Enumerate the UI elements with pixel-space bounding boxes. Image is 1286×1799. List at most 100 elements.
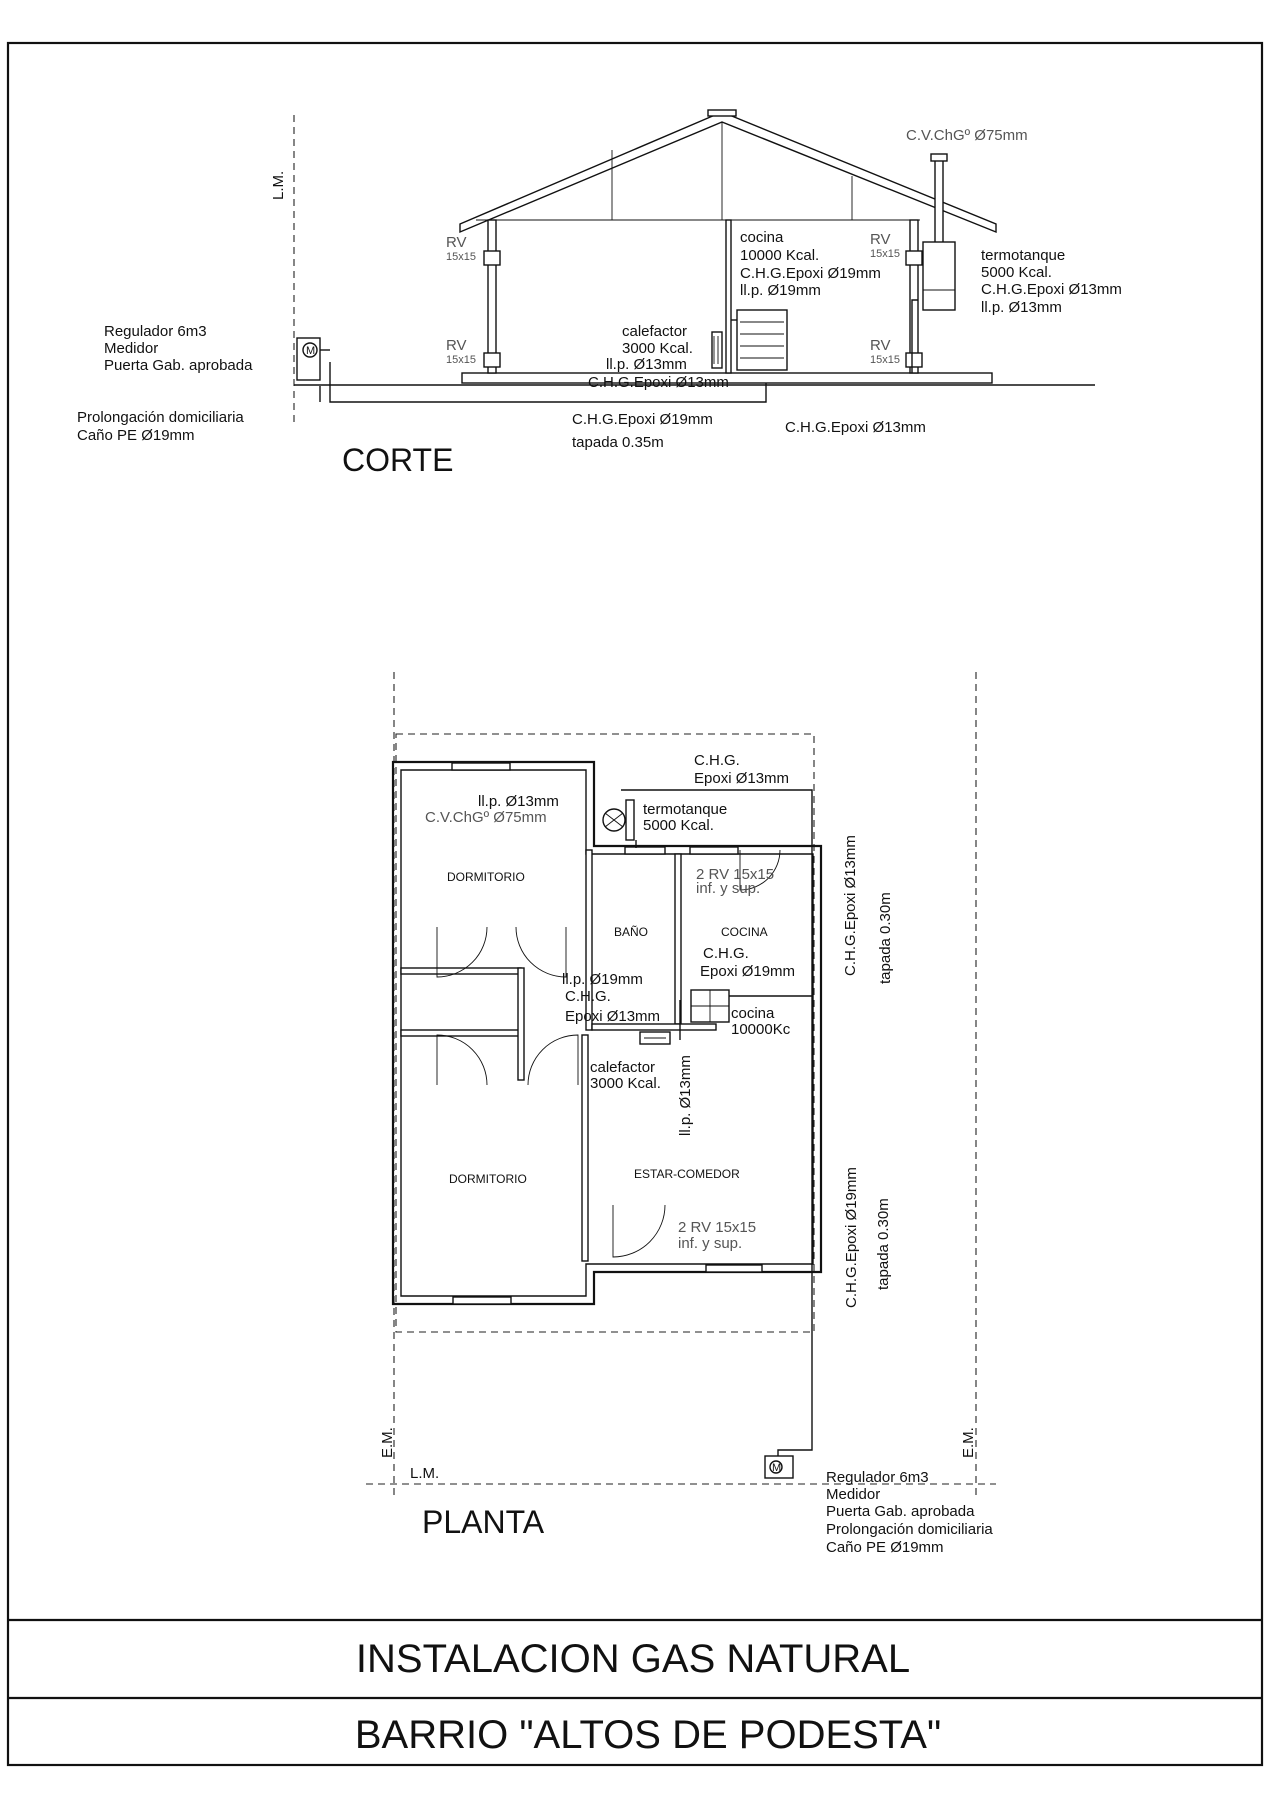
- planta-chg-top-1: C.H.G.: [694, 752, 740, 769]
- corte-regulador-label-1: Regulador 6m3: [104, 323, 207, 340]
- corte-cocina-label-1: cocina: [740, 229, 784, 246]
- corte-pipe-under-label-1: C.H.G.Epoxi Ø19mm: [572, 411, 713, 428]
- corte-vent-left-bottom: [483, 352, 501, 368]
- planta-rv-cocina-2: inf. y sup.: [696, 880, 760, 897]
- planta-llp-vertical: ll.p. Ø13mm: [677, 1055, 694, 1136]
- corte-calefactor-label-1: calefactor: [622, 323, 687, 340]
- footer-title-1: INSTALACION GAS NATURAL: [356, 1637, 910, 1681]
- corte-cocina-label-2: 10000 Kcal.: [740, 247, 819, 264]
- planta-chg-cocina-2: Epoxi Ø19mm: [700, 963, 795, 980]
- corte-chimney-label: C.V.ChGº Ø75mm: [906, 127, 1028, 144]
- corte-cocina-label-4: ll.p. Ø19mm: [740, 282, 821, 299]
- corte-vent-left-top: [483, 250, 501, 266]
- planta-rv-estar-1: 2 RV 15x15: [678, 1219, 756, 1236]
- planta-title: PLANTA: [422, 1504, 545, 1540]
- planta-roof-outline: [395, 733, 815, 1333]
- corte-meter-symbol: M: [306, 345, 315, 357]
- corte-termotanque-label-4: ll.p. Ø13mm: [981, 299, 1062, 316]
- footer-title-2: BARRIO "ALTOS DE PODESTA": [355, 1713, 941, 1757]
- planta-door-1: [436, 926, 488, 978]
- corte-floor-pipe-label: C.H.G.Epoxi Ø13mm: [588, 374, 729, 391]
- planta-wall-dorm-estar: [581, 1034, 589, 1262]
- planta-termotanque-label-2: 5000 Kcal.: [643, 817, 714, 834]
- planta-meter-icon: [769, 1460, 783, 1474]
- corte-rv-left-bottom: RV: [446, 337, 467, 354]
- corte-rv-right-bottom: RV: [870, 337, 891, 354]
- planta-regulador-5: Caño PE Ø19mm: [826, 1539, 944, 1556]
- planta-window-dorm-top: [451, 762, 511, 771]
- planta-tapada-2: tapada 0.30m: [875, 1198, 892, 1290]
- planta-window-bano: [624, 846, 666, 855]
- planta-termotanque-icon: [602, 808, 626, 832]
- planta-door-cocina: [739, 849, 781, 891]
- planta-door-4: [527, 1034, 579, 1086]
- planta-room-bano: BAÑO: [614, 925, 648, 939]
- corte-pipe-right-label: C.H.G.Epoxi Ø13mm: [785, 419, 926, 436]
- corte-lm-label: L.M.: [270, 171, 287, 200]
- planta-door-3: [436, 1034, 488, 1086]
- corte-cocina-appliance: [736, 309, 788, 371]
- planta-termotanque-label-1: termotanque: [643, 801, 727, 818]
- planta-window-cocina: [689, 846, 739, 855]
- planta-llp-bano-1: ll.p. Ø19mm: [562, 971, 643, 988]
- planta-meter-symbol: M: [772, 1462, 781, 1474]
- corte-chimney-cap: [930, 153, 948, 162]
- planta-pipe-v2-label: C.H.G.Epoxi Ø19mm: [843, 1167, 860, 1308]
- planta-lm-label: L.M.: [410, 1465, 439, 1482]
- planta-door-entry: [612, 1204, 666, 1258]
- corte-ridge-cap: [707, 109, 737, 117]
- planta-dorm-note-2: C.V.ChGº Ø75mm: [425, 809, 547, 826]
- corte-calefactor-label-3: ll.p. Ø13mm: [606, 356, 687, 373]
- planta-calefactor-label-2: 3000 Kcal.: [590, 1075, 661, 1092]
- planta-regulador-3: Puerta Gab. aprobada: [826, 1503, 975, 1520]
- planta-regulador-4: Prolongación domiciliaria: [826, 1521, 993, 1538]
- planta-dorm-note-1: ll.p. Ø13mm: [478, 793, 559, 810]
- planta-llp-bano-3: Epoxi Ø13mm: [565, 1008, 660, 1025]
- planta-wall-corridor: [517, 967, 525, 1081]
- planta-wall-bano-bottom: [591, 1023, 717, 1031]
- corte-section: L.M.: [77, 109, 1122, 478]
- planta-regulator-cabinet: [764, 1455, 794, 1479]
- planta-room-dormitorio-1: DORMITORIO: [447, 870, 525, 884]
- corte-wall-left: [487, 219, 497, 374]
- planta-wall-dorm-bano: [585, 849, 593, 1031]
- corte-vent-right-bottom: [905, 352, 923, 368]
- corte-rv-right-bottom-size: 15x15: [870, 354, 900, 366]
- corte-termotanque-label-1: termotanque: [981, 247, 1065, 264]
- corte-regulador-label-3: Puerta Gab. aprobada: [104, 357, 253, 374]
- corte-termotanque-label-2: 5000 Kcal.: [981, 264, 1052, 281]
- planta-wall-dorm-corridor-2: [400, 1029, 522, 1037]
- corte-calefactor-label-2: 3000 Kcal.: [622, 340, 693, 357]
- planta-regulador-1: Regulador 6m3: [826, 1469, 929, 1486]
- corte-title: CORTE: [342, 442, 453, 478]
- planta-em-label-left: E.M.: [379, 1427, 396, 1458]
- corte-wall-middle: [725, 219, 732, 374]
- planta-chg-top-2: Epoxi Ø13mm: [694, 770, 789, 787]
- corte-rv-left-bottom-size: 15x15: [446, 354, 476, 366]
- planta-section: E.M. E.M. L.M.: [366, 672, 996, 1556]
- planta-llp-bano-2: C.H.G.: [565, 988, 611, 1005]
- planta-termotanque-cross-2: [604, 812, 624, 828]
- planta-rv-cocina-1: 2 RV 15x15: [696, 866, 774, 883]
- corte-rv-left-top-size: 15x15: [446, 251, 476, 263]
- planta-pipe-v1-label: C.H.G.Epoxi Ø13mm: [842, 835, 859, 976]
- planta-cocina-app-1: cocina: [731, 1005, 775, 1022]
- corte-rv-right-top-size: 15x15: [870, 248, 900, 260]
- planta-em-label-right: E.M.: [960, 1427, 977, 1458]
- planta-room-estar: ESTAR-COMEDOR: [634, 1167, 740, 1181]
- planta-regulador-2: Medidor: [826, 1486, 880, 1503]
- corte-regulador-label-2: Medidor: [104, 340, 158, 357]
- sheet-border: [6, 41, 1264, 1767]
- corte-pipe-under-label-2: tapada 0.35m: [572, 434, 664, 451]
- corte-meter-icon: [302, 342, 318, 358]
- planta-door-2: [515, 926, 567, 978]
- planta-window-dorm-bottom: [452, 1296, 512, 1305]
- planta-chg-cocina-1: C.H.G.: [703, 945, 749, 962]
- planta-tapada-1: tapada 0.30m: [877, 892, 894, 984]
- corte-prolongacion-label-1: Prolongación domiciliaria: [77, 409, 244, 426]
- corte-rv-left-top: RV: [446, 234, 467, 251]
- planta-cocina-app-2: 10000Kc: [731, 1021, 791, 1038]
- corte-pipe-underground: [329, 362, 767, 403]
- planta-room-cocina: COCINA: [721, 925, 768, 939]
